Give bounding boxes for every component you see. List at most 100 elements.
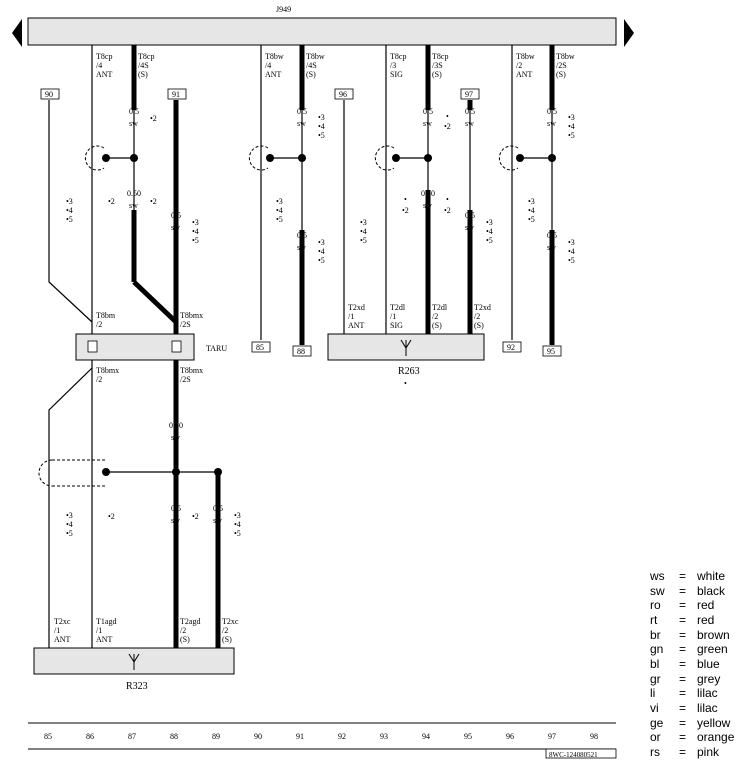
svg-text:•2: •2 (108, 512, 115, 521)
svg-text:/2S: /2S (180, 375, 191, 384)
svg-text:•3: •3 (234, 511, 241, 520)
top-connector-labels: T8cp /4 ANT T8cp /4S (S) T8bw /4 ANT T8b… (96, 52, 575, 79)
bottom-wires (38, 360, 222, 648)
svg-text:/4S: /4S (138, 61, 149, 70)
j949-label: J949 (276, 5, 291, 14)
svg-text:/4: /4 (265, 61, 271, 70)
svg-text:•: • (446, 195, 449, 204)
colour-legend: ws=white sw=black ro=red rt=red br=brown… (649, 569, 735, 759)
svg-text:ANT: ANT (54, 635, 71, 644)
svg-text:•3: •3 (318, 238, 325, 247)
svg-text:•3: •3 (192, 218, 199, 227)
taru-component[interactable]: TARU T8bm /2 T8bmx /2S T8bmx /2 T8bmx /2… (75, 311, 227, 384)
svg-text:/3S: /3S (432, 61, 443, 70)
svg-text:•5: •5 (66, 529, 73, 538)
footnotes-bottom: •3 •4 •5 •2 •2 •3 •4 •5 (66, 511, 241, 538)
svg-text:•2: •2 (402, 206, 409, 215)
svg-text:sw: sw (297, 119, 306, 128)
svg-text:T2xc: T2xc (222, 617, 239, 626)
svg-text:=: = (679, 584, 686, 598)
svg-text:/2: /2 (96, 375, 102, 384)
svg-text:•5: •5 (568, 131, 575, 140)
svg-text:ANT: ANT (348, 321, 365, 330)
svg-text:T8bmx: T8bmx (96, 366, 119, 375)
svg-text:•4: •4 (318, 122, 325, 131)
svg-text:87: 87 (128, 732, 136, 741)
svg-text:T8bw: T8bw (556, 52, 575, 61)
ref-box-96: 96 (339, 90, 347, 99)
svg-text:97: 97 (548, 732, 556, 741)
svg-text:rs: rs (650, 745, 660, 759)
svg-text:•4: •4 (192, 227, 199, 236)
svg-text:94: 94 (422, 732, 430, 741)
svg-text:=: = (679, 672, 686, 686)
svg-text:T8cp: T8cp (138, 52, 154, 61)
svg-text:•2: •2 (192, 512, 199, 521)
svg-text:T2xd: T2xd (348, 303, 365, 312)
svg-text:ANT: ANT (265, 70, 282, 79)
svg-text:sw: sw (213, 516, 222, 525)
svg-text:•5: •5 (234, 529, 241, 538)
svg-text:0.5: 0.5 (213, 504, 223, 513)
svg-text:(S): (S) (306, 70, 316, 79)
svg-text:•4: •4 (318, 247, 325, 256)
svg-text:/2: /2 (516, 61, 522, 70)
svg-text:sw: sw (547, 119, 556, 128)
svg-text:96: 96 (506, 732, 514, 741)
svg-text:•3: •3 (276, 197, 283, 206)
svg-text:T8cp: T8cp (96, 52, 112, 61)
j949-control-unit[interactable]: J949 (12, 5, 634, 47)
footnotes-top: •2 •2 •2 •3 •4 •5 •3 •4 •5 •3 •4 •5 •3 •… (66, 112, 575, 265)
top-wires (48, 45, 556, 345)
svg-text:=: = (679, 598, 686, 612)
svg-text:0.5: 0.5 (423, 107, 433, 116)
svg-text:T8bw: T8bw (306, 52, 325, 61)
svg-text:li: li (650, 686, 655, 700)
r323-label: R323 (126, 681, 148, 692)
svg-text:•4: •4 (568, 122, 575, 131)
svg-text:•5: •5 (66, 215, 73, 224)
svg-text:T8bw: T8bw (516, 52, 535, 61)
svg-text:0.50: 0.50 (169, 421, 183, 430)
svg-text:•4: •4 (360, 227, 367, 236)
svg-text:ws: ws (649, 569, 665, 583)
svg-text:(S): (S) (180, 635, 190, 644)
svg-text:•2: •2 (108, 197, 115, 206)
svg-text:•2: •2 (444, 122, 451, 131)
svg-text:T8bm: T8bm (96, 311, 116, 320)
svg-text:/2S: /2S (556, 61, 567, 70)
doc-id: 8WC-124080521 (549, 751, 598, 759)
svg-text:0.50: 0.50 (421, 189, 435, 198)
svg-text:/4S: /4S (306, 61, 317, 70)
bottom-axis: 85 86 87 88 89 90 91 92 93 94 95 96 97 9… (28, 722, 617, 759)
wire-labels-bottom: 0.50 sw 0.5 sw 0.5 sw (169, 421, 223, 525)
svg-text:•3: •3 (66, 197, 73, 206)
svg-text:/1: /1 (54, 626, 60, 635)
svg-text:0.5: 0.5 (297, 231, 307, 240)
r323-component[interactable]: T2xc /1 ANT T1agd /1 ANT T2agd /2 (S) T2… (33, 617, 239, 692)
svg-text:93: 93 (380, 732, 388, 741)
j949-bar (27, 17, 617, 46)
svg-text:SIG: SIG (390, 70, 403, 79)
svg-text:yellow: yellow (697, 716, 731, 730)
svg-text:red: red (697, 613, 714, 627)
svg-text:=: = (679, 745, 686, 759)
svg-text:0.5: 0.5 (171, 211, 181, 220)
svg-text:/2: /2 (432, 312, 438, 321)
svg-text:0.5: 0.5 (547, 231, 557, 240)
svg-text:•5: •5 (192, 236, 199, 245)
svg-text:0.5: 0.5 (129, 107, 139, 116)
svg-text:ge: ge (650, 716, 664, 730)
wire-labels-top: 0.5 sw 0.50 sw 0.5 sw 0.5 sw 0.5 sw 0.5 … (127, 107, 557, 252)
svg-text:0.5: 0.5 (465, 107, 475, 116)
svg-text:=: = (679, 686, 686, 700)
svg-text:/1: /1 (348, 312, 354, 321)
svg-text:95: 95 (464, 732, 472, 741)
svg-text:92: 92 (338, 732, 346, 741)
svg-text:•5: •5 (318, 256, 325, 265)
svg-text:T8cp: T8cp (432, 52, 448, 61)
svg-text:•3: •3 (568, 238, 575, 247)
svg-text:sw: sw (297, 243, 306, 252)
r263-component[interactable]: T2xd /1 ANT T2dl /1 SIG T2dl /2 (S) T2xd… (327, 303, 491, 388)
svg-text:/1: /1 (96, 626, 102, 635)
